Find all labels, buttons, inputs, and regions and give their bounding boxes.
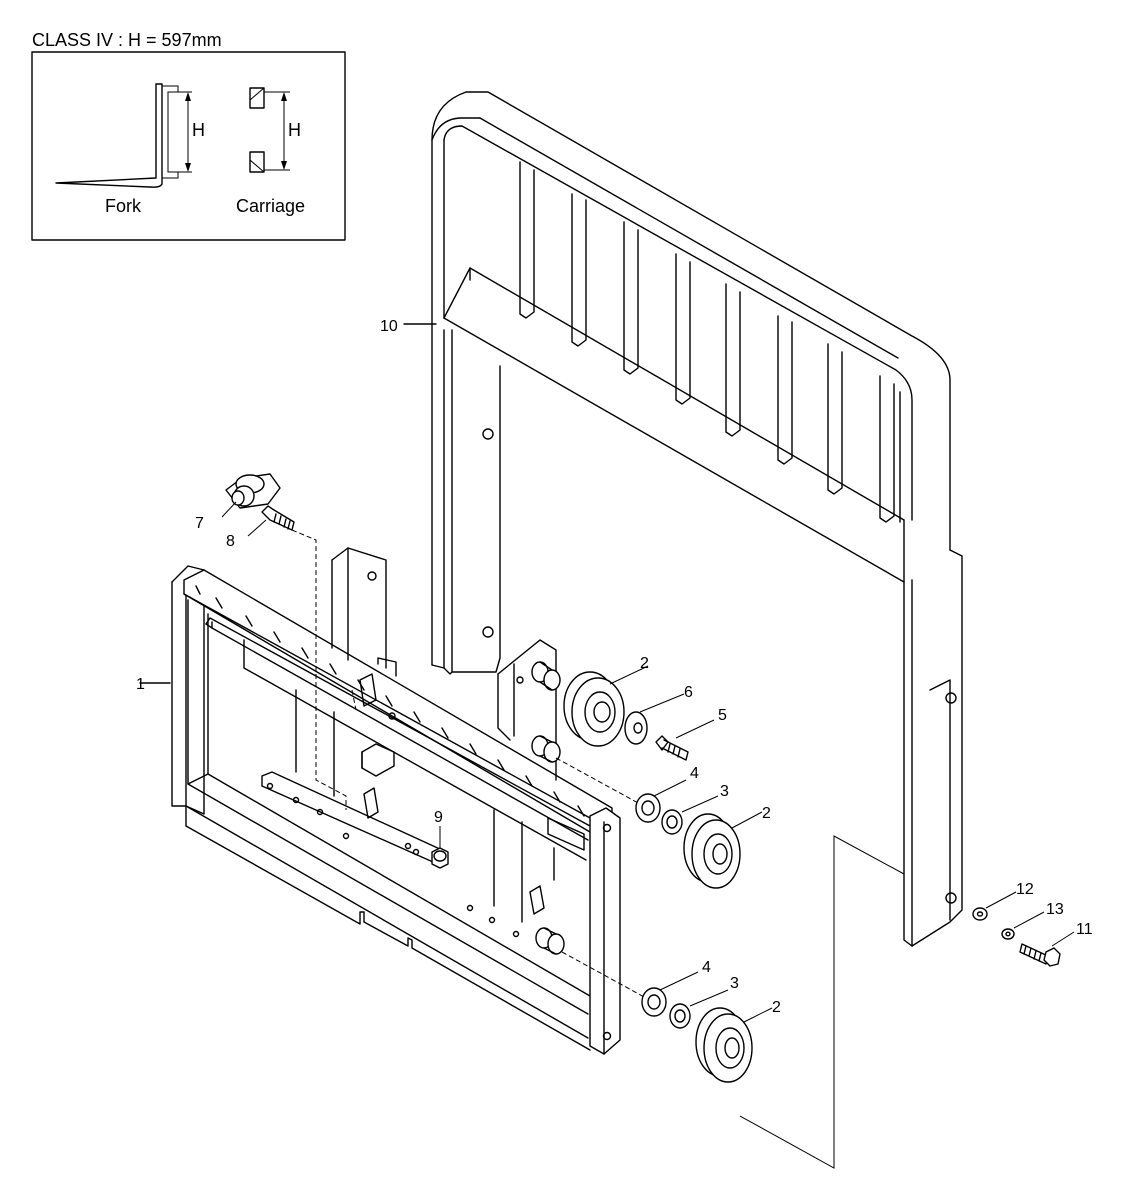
callout-6: 6 xyxy=(684,684,693,701)
load-backrest xyxy=(403,91,963,947)
callout-9: 9 xyxy=(434,809,443,826)
carriage-caption: Carriage xyxy=(236,196,305,216)
callout-4a: 4 xyxy=(690,765,699,782)
upper-roller xyxy=(563,665,649,747)
middle-shim-3 xyxy=(661,795,719,835)
class-heading: CLASS IV : H = 597mm xyxy=(32,30,222,50)
callout-12: 12 xyxy=(1016,881,1034,898)
callout-2a: 2 xyxy=(640,655,649,672)
callout-10: 10 xyxy=(380,318,398,335)
callout-11: 11 xyxy=(1076,921,1093,938)
fork-caption: Fork xyxy=(105,196,142,216)
stopper-pin xyxy=(247,505,295,537)
callout-1: 1 xyxy=(136,676,145,693)
carriage-dimension-line xyxy=(264,91,290,171)
callout-13: 13 xyxy=(1046,901,1064,918)
callout-8: 8 xyxy=(226,533,235,550)
carriage-profile-icon xyxy=(249,87,265,173)
roller-bolt-5 xyxy=(655,719,715,761)
callout-2c: 2 xyxy=(772,999,781,1016)
fork-dimension-label: H xyxy=(192,120,205,140)
callout-4b: 4 xyxy=(702,959,711,976)
callout-5: 5 xyxy=(718,707,727,724)
callout-3a: 3 xyxy=(720,783,729,800)
fork-profile-icon xyxy=(55,83,179,188)
roller-washer-6 xyxy=(624,693,685,745)
callout-3b: 3 xyxy=(730,975,739,992)
callout-7: 7 xyxy=(195,515,204,532)
backrest-bolt-11 xyxy=(1019,931,1075,967)
stopper-knob xyxy=(221,473,281,518)
backrest-washer-13 xyxy=(1001,911,1045,940)
fork-carriage xyxy=(139,529,621,1055)
middle-roller xyxy=(683,811,763,889)
middle-shim-4 xyxy=(635,779,687,823)
carriage-dimension-label: H xyxy=(288,120,301,140)
lower-shim-4 xyxy=(641,971,699,1017)
fork-dimension-line xyxy=(172,91,192,173)
assembly-leader xyxy=(739,835,905,1169)
backrest-washer-12 xyxy=(972,891,1017,921)
lower-roller xyxy=(695,1007,773,1083)
backrest-bars xyxy=(519,161,895,523)
lock-bolt xyxy=(431,826,449,869)
dimension-inset: H H Fork Carriage xyxy=(31,51,346,241)
lower-shim-3 xyxy=(669,989,729,1029)
callout-2b: 2 xyxy=(762,805,771,822)
